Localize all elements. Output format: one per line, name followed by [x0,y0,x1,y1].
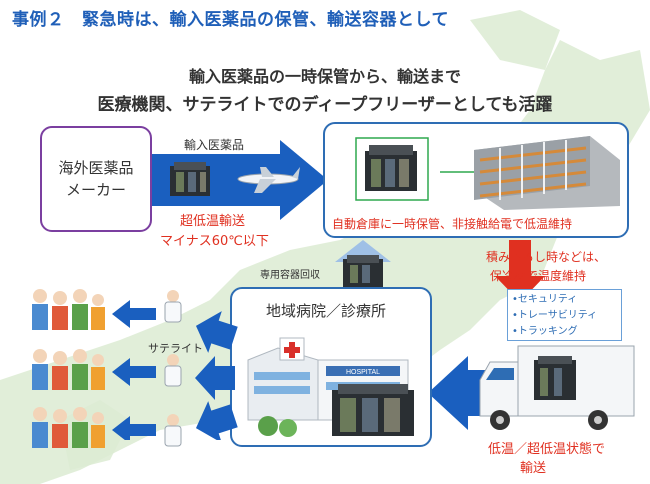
overseas-maker-box: 海外医薬品 メーカー [40,126,152,232]
doctor-icon [164,354,182,387]
return-label: 専用容器回収 [260,270,320,281]
hospital-title: 地域病院／診療所 [266,302,387,320]
people-group-icon [32,407,105,448]
security-item: •トレーサビリティ [512,310,598,321]
automated-warehouse-icon [440,136,620,210]
hospital-sign-text: HOSPITAL [346,369,380,376]
delivery-label-line1: 低温／超低温状態で [488,442,606,457]
transport-label-line1: 超低温輸送 [180,214,246,229]
satellite-label: サテライト [148,342,203,355]
unloading-label-line2: 保冷材で温度維持 [490,269,587,283]
page-title: 事例２ 緊急時は、輸入医薬品の保管、輸送容器として [12,10,449,30]
doctor-icon [164,290,182,323]
delivery-label-line2: 輸送 [520,461,547,476]
import-label: 輸入医薬品 [184,138,245,152]
warehouse-caption: 自動倉庫に一時保管、非接触給電で低温維持 [332,217,573,231]
hospital-freezer-container-icon [332,384,414,436]
patient-arrows [112,300,156,440]
delivery-truck-icon [479,345,635,430]
delivery-down-arrow [495,240,545,302]
security-features-box: •セキュリティ •トレーサビリティ •トラッキング [507,289,622,341]
maker-label-line2: メーカー [65,181,126,199]
distribution-arrows [195,311,238,440]
security-item: •セキュリティ [512,294,578,305]
subtitle-2: 医療機関、サテライトでのディープフリーザーとしても活躍 [97,95,553,115]
container-in-warehouse-icon [355,137,429,201]
people-group-icon [32,289,105,330]
security-item: •トラッキング [512,326,578,337]
transport-label-line2: マイナス60℃以下 [160,234,269,249]
unloading-label-line1: 積み下ろし時などは、 [486,250,607,264]
returned-container-icon [343,255,383,287]
subtitle-1: 輸入医薬品の一時保管から、輸送まで [188,67,461,86]
airplane-icon [237,167,300,193]
people-group-icon [32,349,105,390]
maker-label-line1: 海外医薬品 [58,159,134,177]
freezer-container-icon [170,162,210,196]
doctor-icon [164,414,182,447]
